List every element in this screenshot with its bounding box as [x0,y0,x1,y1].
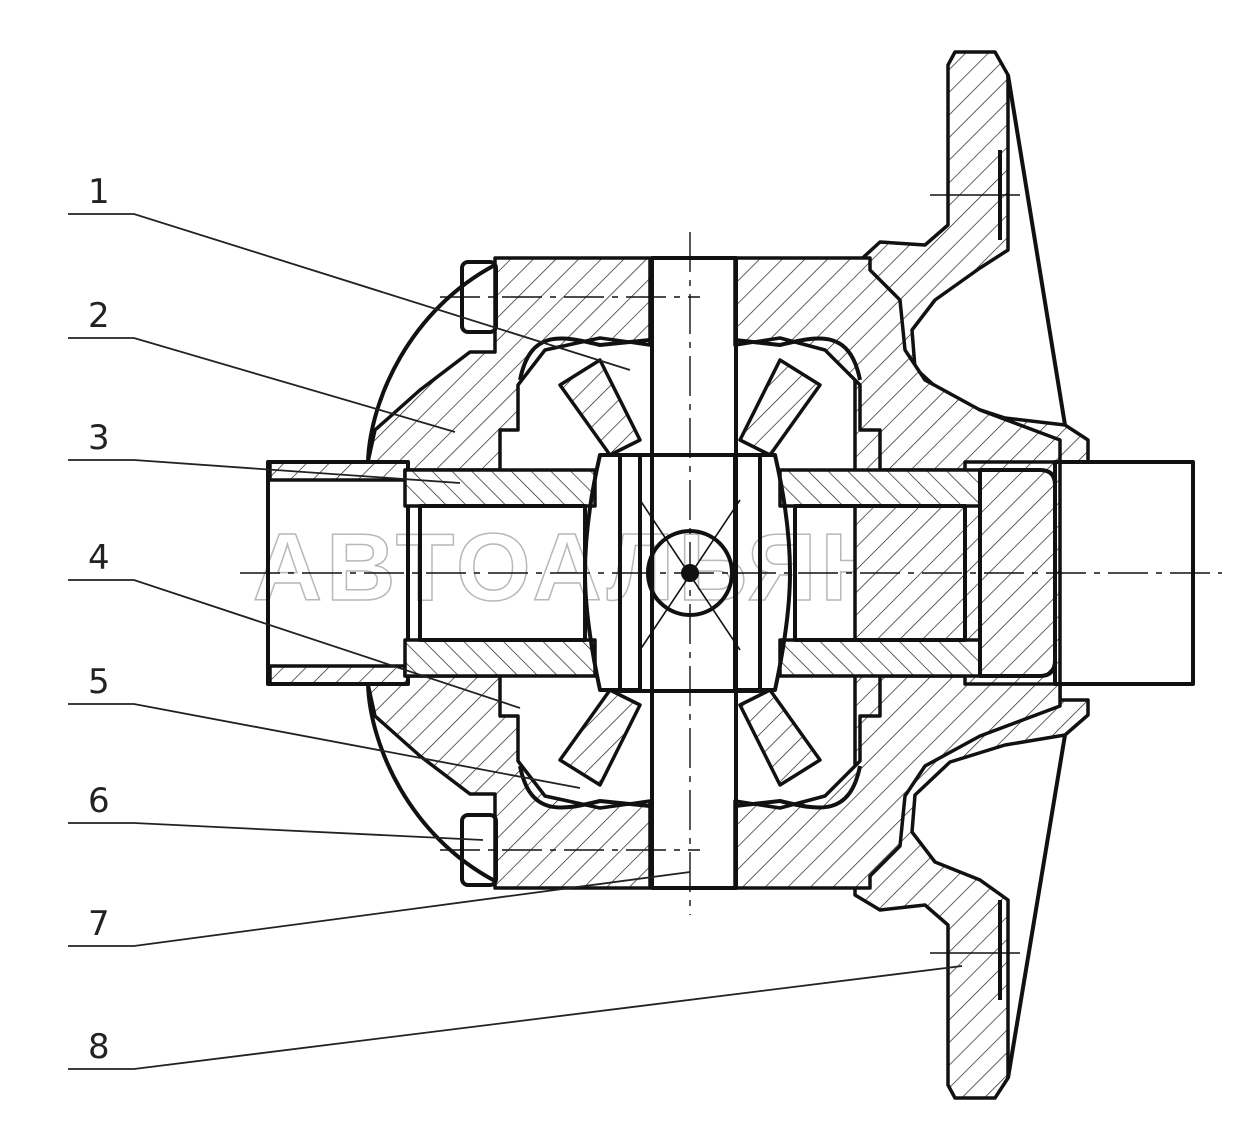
callout-1: 1 [88,172,110,212]
right-case-half [733,256,1062,890]
side-gears [583,453,792,692]
leader-5 [68,703,581,789]
watermark-text: АВТОАЛЬЯНС [253,514,967,621]
callout-4: 4 [88,538,110,578]
leader-2 [68,337,456,433]
ring-gear [853,50,1090,1100]
leader-7 [68,871,691,947]
callout-8: 8 [88,1027,110,1067]
callout-5: 5 [88,662,110,702]
callout-6: 6 [88,781,110,821]
leader-8 [68,965,963,1070]
right-axle-hub [778,460,1195,686]
callout-numbers: 1 2 3 4 5 6 7 8 [88,172,110,1067]
pinion-gears [518,336,862,810]
leader-1 [68,213,631,371]
case-bolts [440,260,700,887]
leader-3 [68,459,461,484]
leader-4 [68,579,521,709]
leader-lines [68,213,963,1070]
callout-7: 7 [88,904,110,944]
callout-2: 2 [88,296,110,336]
leader-6 [68,822,484,841]
callout-3: 3 [88,418,110,458]
